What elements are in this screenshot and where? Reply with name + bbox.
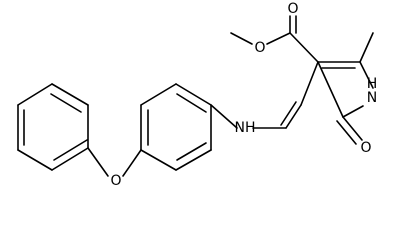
bond [342, 116, 363, 141]
bond [285, 104, 302, 129]
molecule-structure: O O NH H N O O [17, 1, 377, 189]
bond [342, 105, 364, 118]
bond [266, 32, 291, 45]
bond [210, 104, 238, 129]
diaryl-ether-oxygen-label: O [110, 173, 121, 189]
bond [176, 93, 207, 113]
bond [175, 149, 212, 171]
ring-nh-h-label: H [367, 76, 378, 92]
bond [51, 83, 89, 106]
bond [140, 83, 177, 106]
bond [122, 149, 142, 177]
ring-nh-n-label: N [367, 90, 377, 106]
ester-carbonyl-oxygen-label: O [287, 1, 298, 17]
bond [300, 61, 319, 106]
bond [317, 61, 344, 118]
bond [51, 147, 89, 171]
ester-ether-oxygen-label: O [254, 40, 265, 56]
bond [50, 93, 82, 113]
bond [17, 149, 53, 171]
amine-nh-label: NH [235, 120, 256, 136]
bond [175, 83, 212, 106]
bond [289, 32, 319, 63]
bond [140, 149, 177, 171]
bond [87, 147, 109, 177]
bond [176, 142, 207, 161]
bond [359, 61, 374, 89]
bond [53, 139, 88, 161]
bonds [17, 15, 374, 177]
bond [359, 32, 374, 63]
bond [336, 120, 357, 145]
lactam-oxygen-label: O [360, 140, 371, 156]
bond [280, 101, 297, 126]
atom-labels: O O NH H N O O [110, 1, 377, 189]
bond [17, 83, 53, 106]
bond [230, 32, 253, 45]
